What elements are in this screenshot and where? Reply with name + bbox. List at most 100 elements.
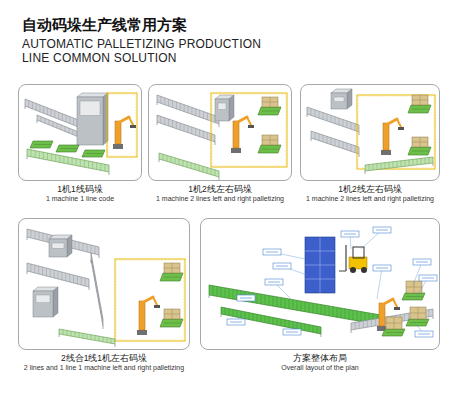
conveyor-roller xyxy=(281,298,282,308)
conveyor-leg xyxy=(103,326,104,329)
robot-gripper xyxy=(248,125,254,128)
caption-english: 1 machine 1 line code xyxy=(5,194,155,203)
fence-mesh xyxy=(109,95,136,156)
conveyor-roller xyxy=(68,157,69,164)
conveyor-roller xyxy=(355,146,356,153)
conveyor-roller xyxy=(195,109,196,116)
panel-frame xyxy=(200,218,440,350)
conveyor-roller xyxy=(171,157,172,163)
pallet-slat xyxy=(262,111,279,112)
robot-base xyxy=(231,148,241,153)
conveyor-roller xyxy=(183,160,184,166)
conveyor-leg xyxy=(91,260,92,263)
conveyor-roller xyxy=(36,103,37,110)
safety-fence xyxy=(107,93,137,157)
machine-side xyxy=(347,89,352,109)
callout-tag-fill xyxy=(268,282,280,283)
conveyor-leg xyxy=(25,106,26,109)
goods-layer xyxy=(420,95,421,105)
callout-tag-fill xyxy=(418,334,430,335)
robot-arm xyxy=(129,117,133,125)
goods-layer xyxy=(172,263,173,273)
robot-arm xyxy=(382,299,393,305)
conveyor-roller xyxy=(293,300,294,310)
conveyor-roller xyxy=(35,231,36,239)
stacked-goods xyxy=(412,137,428,147)
conveyor-roller xyxy=(91,245,92,253)
callout-tag-fill xyxy=(266,252,278,253)
conveyor-roller xyxy=(225,288,226,298)
conveyor-roller xyxy=(94,274,95,281)
conveyor-roller xyxy=(199,130,200,137)
callout-tag xyxy=(419,275,437,281)
goods-layer xyxy=(418,307,419,319)
callout-tag-fill xyxy=(276,266,288,267)
conveyor-roller xyxy=(351,122,352,129)
robot-column xyxy=(383,123,389,150)
conveyor-roller xyxy=(203,166,204,172)
conveyor-roller xyxy=(61,125,62,130)
robot-arm xyxy=(393,299,397,307)
conveyor-roller xyxy=(79,242,80,250)
conveyor-roller xyxy=(381,163,382,169)
conveyor-roller xyxy=(98,294,99,301)
conveyor-roller xyxy=(107,338,108,343)
conveyor-roller xyxy=(168,119,169,126)
rack-upright xyxy=(320,237,321,293)
conveyor-roller xyxy=(221,287,222,297)
conveyor-roller xyxy=(333,307,334,317)
callout-tag xyxy=(263,249,281,255)
conveyor-roller xyxy=(93,265,94,272)
conveyor-leg xyxy=(157,122,158,125)
panel-frame xyxy=(300,84,440,181)
forklift-mast xyxy=(345,245,346,271)
conveyor-roller xyxy=(203,112,204,119)
pallet xyxy=(160,319,183,327)
conveyor-roller xyxy=(277,297,278,307)
stacked-goods xyxy=(386,317,402,329)
conveyor-belt xyxy=(27,263,89,287)
conveyor-roller xyxy=(277,318,278,325)
conveyor-roller xyxy=(289,299,290,309)
conveyor-roller xyxy=(405,160,406,166)
conveyor-roller xyxy=(191,163,192,169)
pallet-slat xyxy=(262,149,279,150)
conveyor-roller xyxy=(97,286,98,293)
conveyor-leg xyxy=(311,138,312,141)
conveyor-roller xyxy=(69,274,70,282)
conveyor-roller xyxy=(211,169,212,175)
conveyor-roller xyxy=(195,164,196,170)
caption-chinese: 1机1线码垛 xyxy=(5,184,155,194)
conveyor-roller xyxy=(101,311,102,318)
leader-line xyxy=(377,268,382,299)
robot-arm xyxy=(118,117,129,123)
conveyor-roller xyxy=(377,164,378,170)
conveyor-leg xyxy=(219,177,220,180)
callout-tag-fill xyxy=(230,322,242,323)
conveyor-roller xyxy=(425,158,426,164)
conveyor-roller xyxy=(345,309,346,319)
conveyor-roller xyxy=(180,103,181,110)
callout-tag-fill xyxy=(240,298,252,299)
conveyor-roller xyxy=(361,312,362,322)
conveyor-leg xyxy=(59,334,60,337)
pallet xyxy=(82,150,105,157)
callout-tag xyxy=(265,279,283,285)
conveyor-leg xyxy=(215,142,216,145)
conveyor-roller xyxy=(207,132,208,139)
conveyor-roller xyxy=(421,158,422,164)
machine-panel xyxy=(80,101,100,115)
conveyor-roller xyxy=(347,121,348,128)
conveyor-belt xyxy=(37,115,81,138)
solution-panel: 1机2线左右码垛1 machine 2 lines left and right… xyxy=(300,84,440,205)
conveyor-roller xyxy=(32,102,33,109)
conveyor-roller xyxy=(65,273,66,281)
conveyor-roller xyxy=(63,156,64,163)
conveyor-roller xyxy=(315,110,316,117)
conveyor-roller xyxy=(184,105,185,112)
conveyor-roller xyxy=(43,233,44,241)
conveyor-roller xyxy=(81,277,82,285)
conveyor-roller xyxy=(217,286,218,296)
conveyor-roller xyxy=(45,118,46,123)
conveyor-roller xyxy=(96,163,97,170)
